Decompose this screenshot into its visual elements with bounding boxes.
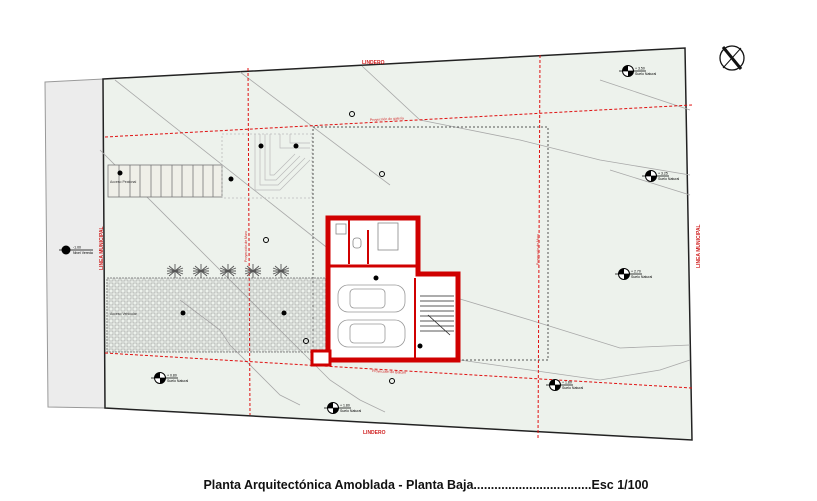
proyeccion-muro-right-label: Proyección de Muro: [536, 234, 540, 265]
drawing-title: Planta Arquitectónica Amoblada - Planta …: [203, 478, 649, 492]
acceso-vehicular-label: Acceso Vehicular: [110, 312, 138, 316]
sink: [335, 223, 347, 235]
svg-text:Suelo Natural: Suelo Natural: [340, 409, 361, 413]
level-value: + 3.50: [635, 67, 645, 71]
svg-text:Suelo Natural: Suelo Natural: [658, 177, 679, 181]
projection-lines: [104, 54, 693, 441]
toilet: [352, 237, 362, 249]
svg-text:Suelo Natural: Suelo Natural: [562, 386, 583, 390]
proyeccion-galeria-label: Proyección de galería: [370, 116, 404, 122]
svg-text:-1.00: -1.00: [73, 246, 81, 250]
lindero-top-label: LINDERO: [362, 60, 385, 66]
acceso-peatonal-label: Acceso Peatonal: [110, 180, 136, 184]
svg-text:Nivel Vereda: Nivel Vereda: [73, 251, 93, 255]
linea-municipal-left-label: LINEA MUNICIPAL: [99, 226, 105, 270]
north-arrow-icon: [719, 45, 745, 71]
svg-text:+ 0.80: + 0.80: [167, 374, 177, 378]
svg-text:+ 3.25: + 3.25: [658, 172, 668, 176]
house: [310, 215, 461, 367]
level-label: Suelo Natural: [635, 72, 656, 76]
linea-municipal-right-label: LINEA MUNICIPAL: [696, 224, 702, 268]
svg-text:+ 1.80: + 1.80: [340, 404, 350, 408]
paved-driveway: [106, 277, 331, 353]
svg-text:Suelo Natural: Suelo Natural: [167, 379, 188, 383]
pedestrian-stairs: [107, 133, 313, 199]
palm-tree-icon: [166, 264, 290, 278]
lindero-bottom-label: LINDERO: [363, 430, 386, 436]
proyeccion-muro-left-label: Proyección de Muro: [244, 231, 248, 262]
sidewalk: [44, 78, 106, 409]
car-icon: [337, 284, 406, 348]
proyeccion-balcon-label: Proyección de Balcón: [372, 369, 406, 375]
svg-text:+ 2.70: + 2.70: [631, 270, 641, 274]
bed: [377, 222, 399, 251]
svg-text:+ 1.80: + 1.80: [562, 381, 572, 385]
svg-text:Suelo Natural: Suelo Natural: [631, 275, 652, 279]
interior-stairs: [420, 295, 454, 336]
